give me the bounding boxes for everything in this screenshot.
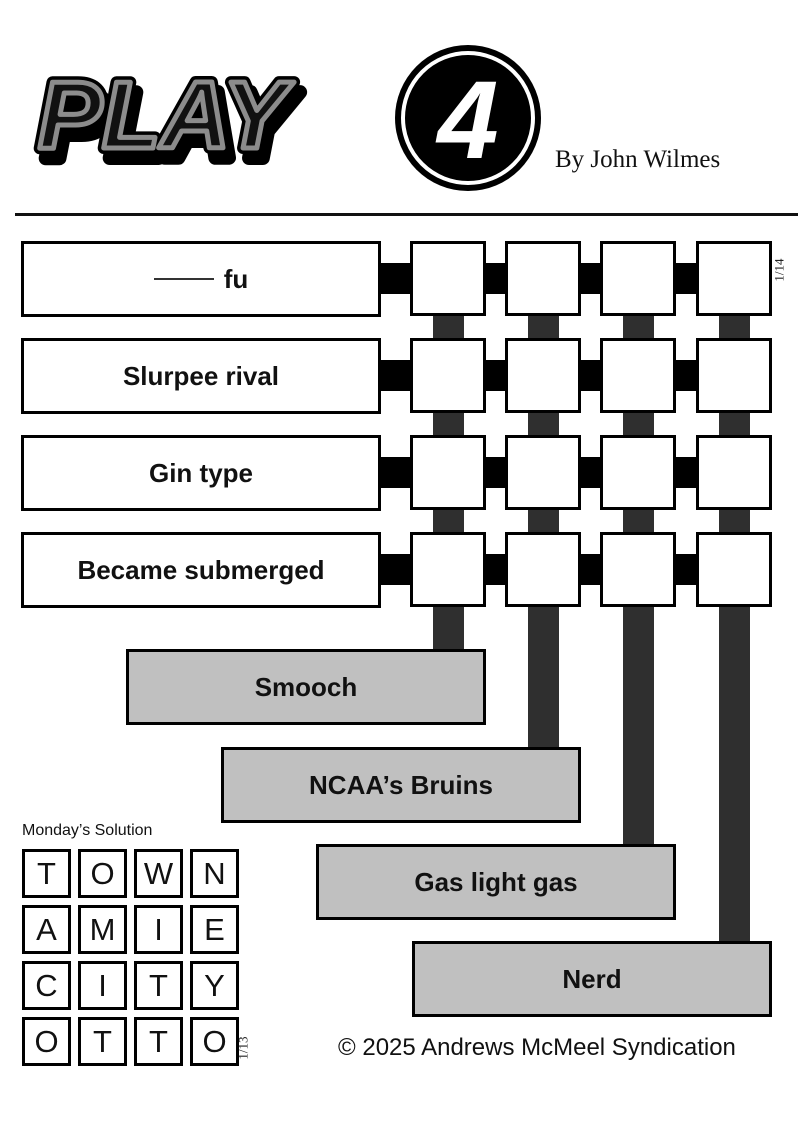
answer-cell[interactable] xyxy=(410,241,486,316)
solution-cell: I xyxy=(134,905,183,954)
answer-cell[interactable] xyxy=(696,435,772,510)
row-connector xyxy=(578,554,603,585)
solution-cell: O xyxy=(22,1017,71,1066)
down-clue-4: Nerd xyxy=(412,941,772,1017)
answer-cell[interactable] xyxy=(600,338,676,413)
logo-word: PLAY PLAY PLAY xyxy=(32,56,308,186)
play4-logo: PLAY PLAY PLAY 4 xyxy=(32,45,541,191)
row-connector xyxy=(578,457,603,488)
clue-text: Gas light gas xyxy=(414,866,578,897)
solution-cell: O xyxy=(190,1017,239,1066)
answer-cell[interactable] xyxy=(696,338,772,413)
solution-cell: T xyxy=(78,1017,127,1066)
row-connector xyxy=(378,263,413,294)
row-connector xyxy=(578,263,603,294)
solution-cell: N xyxy=(190,849,239,898)
across-clue-2: Slurpee rival xyxy=(21,338,381,414)
blank-line xyxy=(153,278,214,280)
copyright: © 2025 Andrews McMeel Syndication xyxy=(338,1034,736,1061)
answer-cell[interactable] xyxy=(600,241,676,316)
row-connector xyxy=(673,554,699,585)
svg-text:4: 4 xyxy=(435,59,498,182)
across-clue-4: Became submerged xyxy=(21,532,381,608)
svg-text:PLAY: PLAY xyxy=(38,62,295,169)
solution-cell: T xyxy=(134,1017,183,1066)
clue-text: Slurpee rival xyxy=(122,360,280,391)
row-connector xyxy=(673,360,699,391)
solution-cell: Y xyxy=(190,961,239,1010)
column-connector xyxy=(719,314,750,944)
clue-text: Gin type xyxy=(148,457,253,488)
row-connector xyxy=(378,554,413,585)
clue-text: Smooch xyxy=(254,671,358,702)
row-connector xyxy=(673,263,699,294)
across-clue-3: Gin type xyxy=(21,435,381,511)
solution-title: Monday’s Solution xyxy=(22,822,153,839)
solution-cell: A xyxy=(22,905,71,954)
clue-text: NCAA’s Bruins xyxy=(309,769,493,800)
answer-cell[interactable] xyxy=(505,435,581,510)
across-clue-1: fu xyxy=(21,241,381,317)
answer-cell[interactable] xyxy=(600,532,676,607)
row-connector xyxy=(483,263,508,294)
row-connector xyxy=(578,360,603,391)
row-connector xyxy=(483,360,508,391)
down-clue-1: Smooch xyxy=(126,649,486,725)
puzzle-date: 1/14 xyxy=(771,258,787,282)
answer-cell[interactable] xyxy=(410,338,486,413)
solution-cell: T xyxy=(22,849,71,898)
answer-cell[interactable] xyxy=(410,532,486,607)
header-divider xyxy=(15,213,798,216)
answer-cell[interactable] xyxy=(505,241,581,316)
answer-cell[interactable] xyxy=(600,435,676,510)
solution-date: 1/13 xyxy=(235,1036,251,1060)
solution-cell: I xyxy=(78,961,127,1010)
logo-circle-badge: 4 xyxy=(395,45,541,191)
row-connector xyxy=(378,360,413,391)
solution-cell: M xyxy=(78,905,127,954)
down-clue-2: NCAA’s Bruins xyxy=(221,747,581,823)
answer-cell[interactable] xyxy=(505,338,581,413)
answer-cell[interactable] xyxy=(696,532,772,607)
clue-text: Became submerged xyxy=(77,554,325,585)
clue-text: Nerd xyxy=(562,963,622,994)
svg-text:PLAY: PLAY xyxy=(38,62,295,169)
solution-cell: C xyxy=(22,961,71,1010)
clue-text: fu xyxy=(223,263,249,294)
down-clue-3: Gas light gas xyxy=(316,844,676,920)
answer-cell[interactable] xyxy=(696,241,772,316)
row-connector xyxy=(378,457,413,488)
answer-cell[interactable] xyxy=(410,435,486,510)
answer-cell[interactable] xyxy=(505,532,581,607)
row-connector xyxy=(483,457,508,488)
row-connector xyxy=(483,554,508,585)
row-connector xyxy=(673,457,699,488)
byline: By John Wilmes xyxy=(555,146,721,173)
solution-cell: T xyxy=(134,961,183,1010)
solution-cell: E xyxy=(190,905,239,954)
svg-text:PLAY: PLAY xyxy=(44,72,301,179)
solution-cell: W xyxy=(134,849,183,898)
solution-cell: O xyxy=(78,849,127,898)
